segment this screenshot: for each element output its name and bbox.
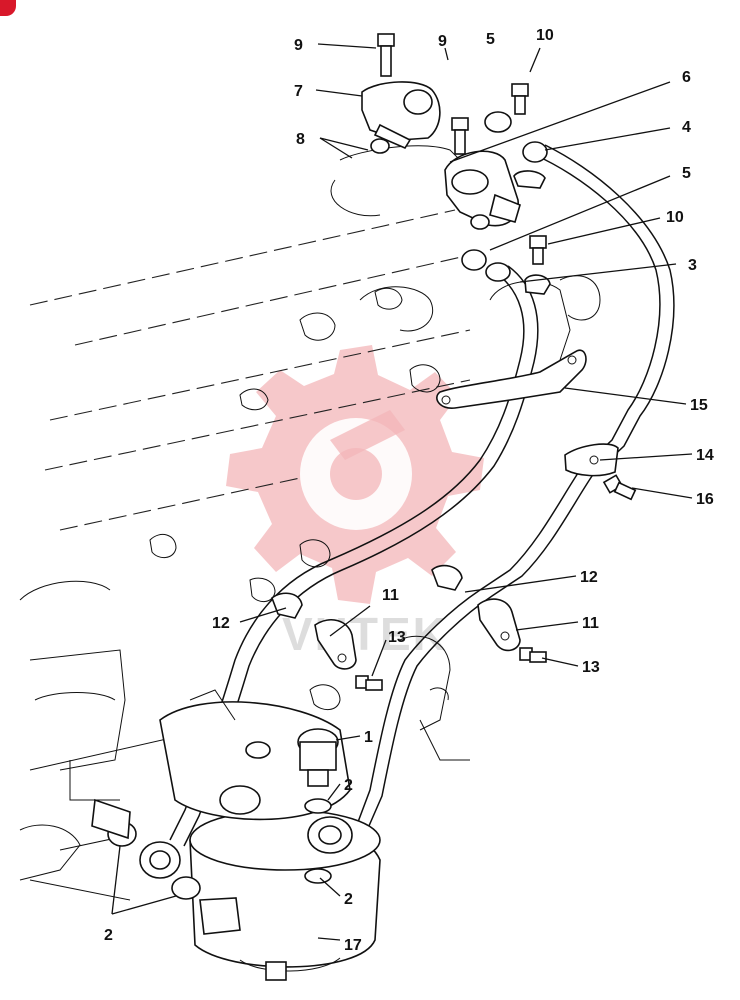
callout-12: 12: [212, 615, 230, 632]
callout-8: 8: [296, 131, 305, 148]
clamp-12-right: [431, 564, 463, 591]
bracket-11-right: [477, 598, 521, 652]
bolt-10-top: [511, 83, 529, 115]
o-rings: [370, 111, 512, 271]
callout-14: 14: [696, 447, 714, 464]
callout-2: 2: [104, 927, 113, 944]
callout-7: 7: [294, 83, 303, 100]
bracket-15: [436, 349, 587, 409]
callout-6: 6: [682, 69, 691, 86]
watermark-logo: [226, 345, 484, 604]
elbow-housing-7: [361, 81, 441, 150]
callout-9: 9: [294, 37, 303, 54]
bolt-9-top: [377, 33, 395, 77]
callout-16: 16: [696, 491, 714, 508]
callout-9: 9: [438, 33, 447, 50]
bolt-9-mid: [451, 117, 469, 155]
callout-2: 2: [344, 891, 353, 908]
callout-11: 11: [382, 587, 399, 604]
callout-17: 17: [344, 937, 362, 954]
watermark-text: VHTEK: [282, 608, 448, 660]
clamp-14: [564, 443, 619, 477]
callout-5: 5: [682, 165, 691, 182]
callout-10: 10: [666, 209, 684, 226]
corner-badge: [0, 0, 16, 16]
callout-4: 4: [682, 119, 691, 136]
filter-head: [159, 689, 351, 821]
clamp-12-left: [271, 592, 303, 619]
bolt-13-right: [519, 647, 547, 663]
bolt-13-left: [355, 675, 383, 691]
callout-labels: 9 9 5 10 7 6 8 4 5 10 3 15 14 16 12 12 1…: [104, 27, 714, 954]
banjo-bolt-1: [297, 728, 339, 787]
callout-11: 11: [582, 615, 599, 632]
callout-10: 10: [536, 27, 554, 44]
callout-15: 15: [690, 397, 708, 414]
callout-13: 13: [388, 629, 406, 646]
bolt-16: [602, 474, 637, 501]
banjo-fittings: [91, 798, 353, 879]
callout-5: 5: [486, 31, 495, 48]
pipe-4: [354, 141, 675, 836]
leader-lines: [111, 43, 693, 941]
callout-1: 1: [364, 729, 373, 746]
callout-2: 2: [344, 777, 353, 794]
elbow-housing-6: [444, 150, 521, 227]
callout-12: 12: [580, 569, 598, 586]
engine-block: [19, 145, 601, 901]
bracket-11-left: [314, 619, 357, 670]
callout-3: 3: [688, 257, 697, 274]
callout-13: 13: [582, 659, 600, 676]
bolt-10-mid: [529, 235, 547, 265]
